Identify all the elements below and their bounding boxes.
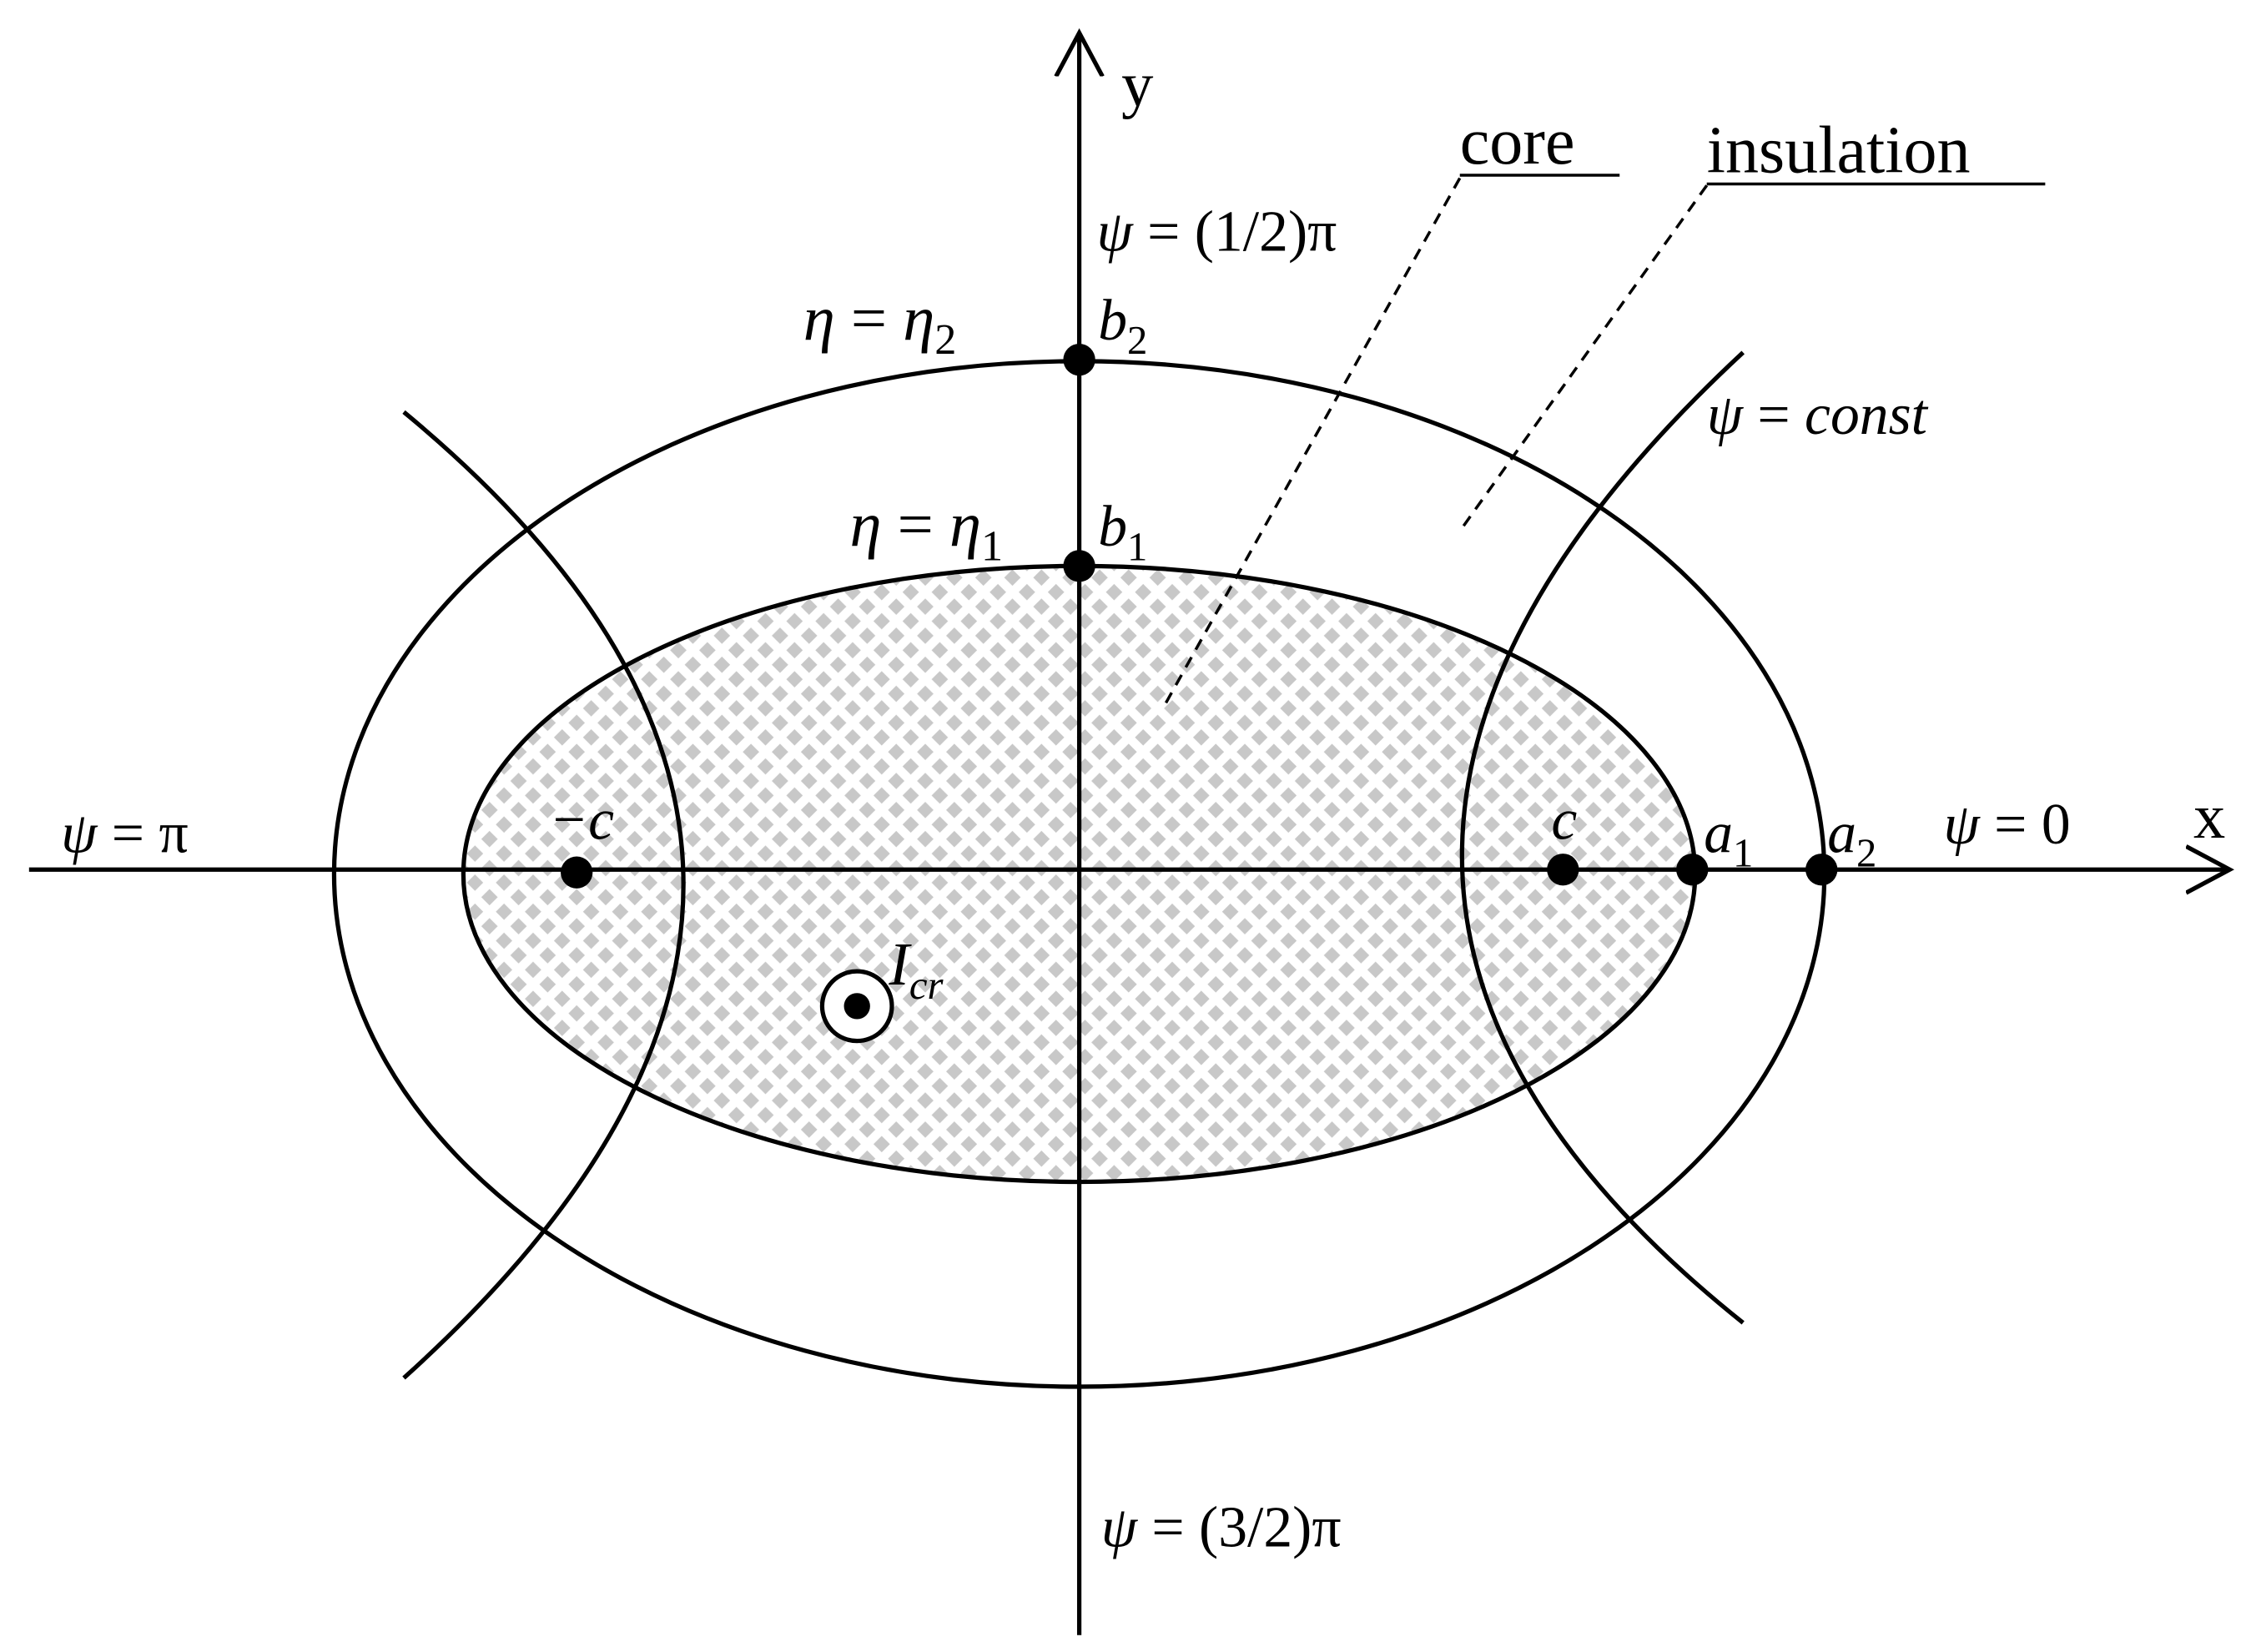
current-out-of-page-icon — [819, 969, 894, 1044]
insulation-label: insulation — [1707, 114, 1971, 188]
point-a2 — [1805, 854, 1838, 886]
core-label: core — [1460, 105, 1575, 179]
current-label: Icr — [889, 930, 944, 1008]
point-minus-c — [561, 856, 593, 889]
hyperbola-right-branch — [1459, 350, 1745, 1325]
hyperbola-left-branch — [402, 410, 686, 1380]
y-axis-label: y — [1121, 48, 1153, 119]
minus-c-label: −c — [549, 788, 614, 853]
point-b1 — [1063, 550, 1095, 582]
point-a1 — [1676, 854, 1709, 886]
eta-outer-label: η = η2 — [803, 283, 957, 364]
psi-pi-label: ψ = π — [61, 801, 188, 865]
a2-label: a2 — [1827, 801, 1876, 875]
c-label: c — [1551, 788, 1577, 853]
eta-inner-label: η = η1 — [850, 489, 1004, 570]
b1-label: b1 — [1098, 495, 1147, 569]
psi-const-label: ψ = const — [1707, 383, 1929, 447]
insulation-leader-line — [1458, 184, 1709, 532]
point-c — [1547, 854, 1579, 886]
b2-label: b2 — [1098, 289, 1147, 363]
x-axis-label: x — [2193, 781, 2225, 852]
psi-zero-label: ψ = 0 — [1943, 793, 2070, 857]
point-b2 — [1063, 343, 1095, 376]
psi-three-half-pi-label: ψ = (3/2)π — [1101, 1496, 1342, 1560]
psi-half-pi-label: ψ = (1/2)π — [1096, 200, 1337, 264]
a1-label: a1 — [1704, 801, 1753, 875]
